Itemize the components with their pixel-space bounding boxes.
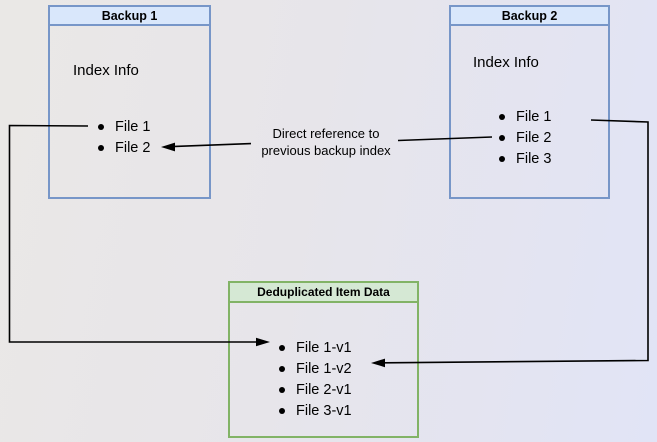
list-item: File 1 bbox=[94, 116, 150, 137]
backup2-header: Backup 2 bbox=[451, 7, 608, 26]
backup1-header: Backup 1 bbox=[50, 7, 209, 26]
bullet-dot-icon bbox=[279, 344, 285, 351]
edge-label-direct-reference: Direct reference to previous backup inde… bbox=[235, 125, 417, 159]
list-item: File 1-v1 bbox=[275, 337, 352, 358]
file-label: File 1-v1 bbox=[296, 339, 352, 356]
bullet-dot-icon bbox=[279, 365, 285, 372]
list-item: File 1 bbox=[495, 106, 551, 127]
list-item: File 2 bbox=[495, 127, 551, 148]
bullet-dot-icon bbox=[279, 407, 285, 414]
backup2-file-list: File 1 File 2 File 3 bbox=[495, 106, 551, 169]
bullet-dot-icon bbox=[499, 113, 505, 120]
bullet-dot-icon bbox=[98, 144, 104, 151]
list-item: File 1-v2 bbox=[275, 358, 352, 379]
dedup-store-header: Deduplicated Item Data bbox=[230, 283, 417, 303]
backup1-index-info-label: Index Info bbox=[73, 62, 139, 79]
dedup-item-list: File 1-v1 File 1-v2 File 2-v1 File 3-v1 bbox=[275, 337, 352, 421]
bullet-dot-icon bbox=[499, 155, 505, 162]
file-label: File 2 bbox=[516, 129, 552, 146]
backup2-index-info-label: Index Info bbox=[473, 54, 539, 71]
file-label: File 1 bbox=[516, 108, 552, 125]
file-label: File 1 bbox=[115, 118, 151, 135]
backup1-file-list: File 1 File 2 bbox=[94, 116, 150, 158]
bullet-dot-icon bbox=[499, 134, 505, 141]
backup1-box: Backup 1 bbox=[48, 5, 211, 199]
file-label: File 2 bbox=[115, 139, 151, 156]
file-label: File 3-v1 bbox=[296, 402, 352, 419]
list-item: File 3 bbox=[495, 148, 551, 169]
bullet-dot-icon bbox=[279, 386, 285, 393]
file-label: File 1-v2 bbox=[296, 360, 352, 377]
file-label: File 3 bbox=[516, 150, 552, 167]
list-item: File 2-v1 bbox=[275, 379, 352, 400]
bullet-dot-icon bbox=[98, 123, 104, 130]
file-label: File 2-v1 bbox=[296, 381, 352, 398]
edge-label-line2: previous backup index bbox=[261, 143, 391, 158]
list-item: File 2 bbox=[94, 137, 150, 158]
edge-label-line1: Direct reference to bbox=[272, 126, 380, 141]
dedup-store-box: Deduplicated Item Data bbox=[228, 281, 419, 438]
list-item: File 3-v1 bbox=[275, 400, 352, 421]
backup2-box: Backup 2 bbox=[449, 5, 610, 199]
